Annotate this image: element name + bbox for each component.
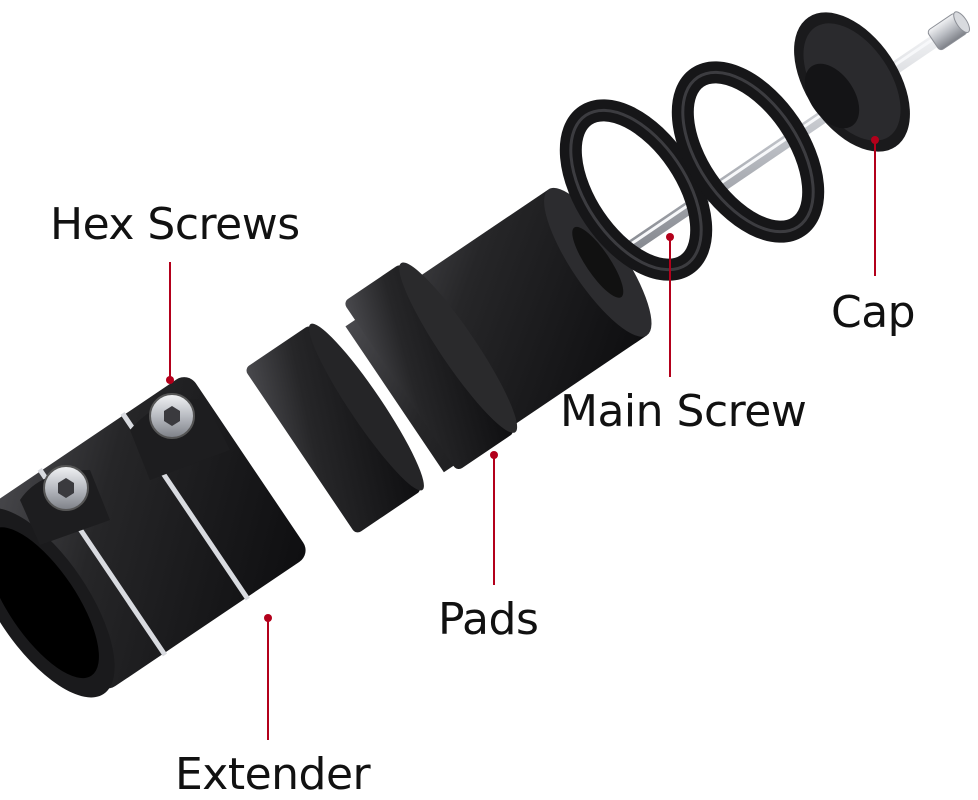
leader-dot-main-screw — [666, 233, 674, 241]
leader-dot-extender — [264, 614, 272, 622]
callout-cap: Cap — [831, 287, 916, 338]
extender-body — [0, 377, 306, 698]
leader-dot-cap — [871, 136, 879, 144]
pads — [246, 262, 518, 533]
leader-dot-pads — [490, 451, 498, 459]
cap — [794, 12, 910, 152]
callout-hex-screws: Hex Screws — [50, 199, 300, 250]
callout-main-screw: Main Screw — [560, 386, 807, 437]
leader-dot-hex-screws — [166, 376, 174, 384]
spacer-rings — [559, 61, 825, 281]
callout-extender: Extender — [175, 749, 371, 800]
hex-screws — [43, 393, 195, 511]
callout-pads: Pads — [438, 594, 539, 645]
leader-lines — [166, 136, 879, 740]
